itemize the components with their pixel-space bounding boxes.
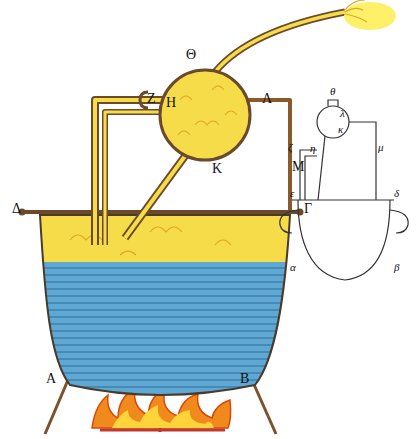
steam-jet [344, 0, 396, 30]
part-letter: κ [338, 124, 343, 135]
schematic [280, 100, 408, 280]
part-letter: Θ [186, 48, 196, 62]
part-letter: ε [290, 188, 294, 199]
part-letter: ζ [288, 142, 292, 153]
part-letter: η [310, 143, 315, 154]
part-letter: Ζ [147, 92, 156, 106]
part-letter: α [290, 262, 296, 273]
part-letter: Α [46, 372, 56, 386]
part-letter: θ [330, 86, 335, 97]
sphere [160, 70, 250, 160]
part-letter: β [394, 262, 399, 273]
part-letter: Δ [12, 202, 21, 216]
part-letter: λ [340, 108, 345, 119]
part-letter: δ [394, 188, 399, 199]
cauldron [19, 209, 304, 413]
part-letter: Λ [262, 92, 272, 106]
part-letter: Γ [304, 202, 312, 216]
part-letter: μ [378, 142, 384, 153]
part-letter: Η [166, 96, 176, 110]
part-letter: Μ [292, 160, 304, 174]
pipes [95, 12, 345, 245]
part-letter: Β [240, 372, 249, 386]
part-letter: Κ [212, 162, 222, 176]
